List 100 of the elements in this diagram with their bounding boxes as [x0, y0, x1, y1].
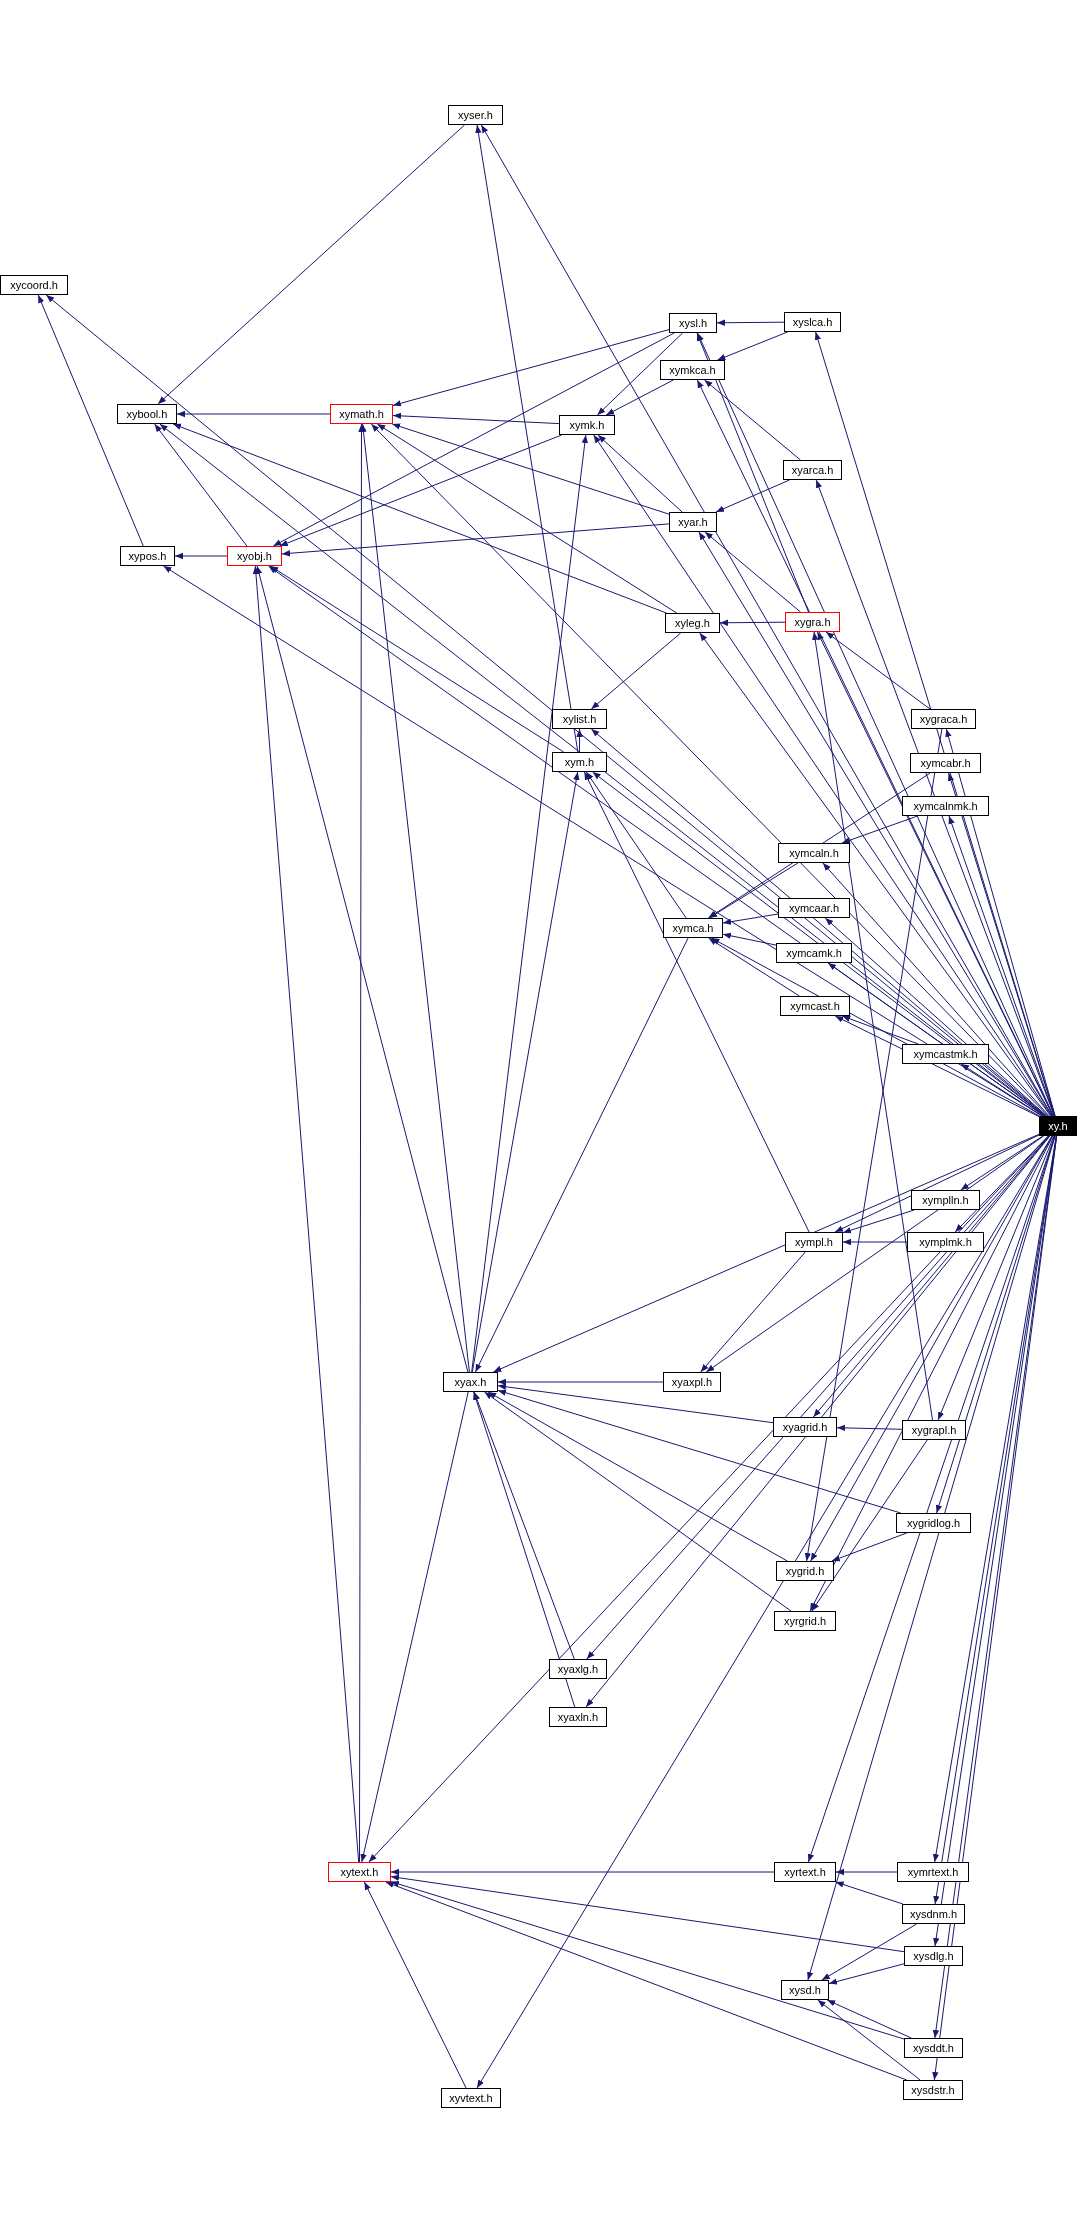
file-box: xysddt.h: [904, 2038, 963, 2058]
arrow: [174, 552, 228, 560]
arrow: [836, 1424, 903, 1432]
arrow: [841, 1015, 919, 1045]
file-box: xyrgrid.h: [774, 1611, 836, 1631]
arrow: [385, 1881, 908, 2081]
file-box: xyslca.h: [784, 312, 841, 332]
arrow: [842, 1209, 915, 1234]
arrow: [392, 412, 560, 425]
arrow: [252, 565, 360, 1863]
file-box: xymcaar.h: [778, 898, 850, 918]
arrow: [825, 631, 931, 710]
file-box: xysd.h: [781, 1980, 829, 2000]
arrow: [811, 1439, 928, 1612]
file-box: xymcaln.h: [778, 843, 850, 863]
file-box: xymplln.h: [911, 1190, 980, 1210]
arrow: [392, 329, 670, 407]
file-box: xygrapl.h: [902, 1420, 966, 1440]
arrow: [960, 1063, 1043, 1117]
arrow: [841, 815, 918, 844]
arrow: [716, 319, 785, 326]
arrow: [824, 917, 1048, 1117]
file-box: xyaxln.h: [549, 1707, 607, 1727]
arrow: [576, 728, 583, 753]
file-box: xymcabr.h: [910, 753, 981, 773]
file-box: xymath.h: [330, 404, 393, 424]
file-box: xyvtext.h: [441, 2088, 501, 2108]
file-box: xygra.h: [785, 612, 840, 632]
arrow: [497, 1389, 902, 1514]
arrow: [835, 1881, 904, 1905]
file-box: xy.h: [1039, 1116, 1077, 1136]
arrow: [812, 631, 933, 1421]
arrow: [704, 531, 801, 613]
file-box: xymcast.h: [780, 996, 850, 1016]
arrow: [176, 410, 331, 418]
arrow: [391, 423, 670, 515]
arrow: [497, 1383, 774, 1424]
file-box: xymplmk.h: [907, 1232, 984, 1252]
arrow: [471, 771, 580, 1373]
arrow: [596, 332, 684, 416]
file-box: xyrtext.h: [774, 1862, 836, 1882]
arrow: [583, 771, 810, 1233]
file-box: xypos.h: [120, 546, 175, 566]
file-box: xympl.h: [785, 1232, 843, 1252]
arrow: [368, 1135, 1050, 1863]
arrow: [154, 423, 248, 547]
arrow: [715, 479, 790, 513]
arrow: [376, 423, 678, 614]
arrow: [585, 771, 687, 919]
arrow: [474, 937, 689, 1373]
arrow: [597, 434, 683, 513]
file-box: xytext.h: [328, 1862, 391, 1882]
arrow: [722, 913, 779, 925]
arrow: [698, 531, 1053, 1117]
arrow: [817, 1999, 921, 2081]
arrow: [822, 862, 1050, 1117]
file-box: xymcamk.h: [776, 943, 852, 963]
file-box: xymkca.h: [660, 360, 725, 380]
arrow: [471, 434, 588, 1373]
arrow: [954, 1135, 1049, 1233]
arrow: [370, 423, 1049, 1117]
arrow: [358, 423, 365, 1863]
arrow: [497, 1378, 664, 1386]
arrow: [719, 619, 786, 626]
arrow: [390, 1881, 905, 2040]
file-box: xymk.h: [559, 415, 615, 435]
arrow: [37, 294, 144, 547]
file-box: xyax.h: [443, 1372, 498, 1392]
arrow: [473, 1391, 576, 1708]
file-box: xyagrid.h: [773, 1417, 837, 1437]
arrow: [487, 1391, 788, 1562]
arrow: [363, 1881, 467, 2089]
arrow: [281, 523, 670, 557]
file-box: xymcalnmk.h: [902, 796, 989, 816]
arrow: [842, 1238, 908, 1246]
file-box: xyobj.h: [227, 546, 282, 566]
arrow: [835, 1868, 898, 1876]
arrow: [390, 1874, 905, 1953]
file-box: xysdnm.h: [902, 1904, 965, 1924]
file-box: xysl.h: [669, 313, 717, 333]
arrow: [590, 632, 682, 710]
arrow: [831, 1532, 908, 1562]
file-box: xysdlg.h: [904, 1946, 963, 1966]
file-box: xymca.h: [663, 918, 723, 938]
file-box: xyaxlg.h: [549, 1659, 607, 1679]
arrow: [816, 631, 1054, 1117]
arrow: [960, 1135, 1044, 1191]
arrow: [360, 423, 470, 1373]
file-box: xyleg.h: [665, 613, 720, 633]
file-box: xygridlog.h: [896, 1513, 971, 1533]
file-box: xymrtext.h: [897, 1862, 969, 1882]
arrow: [390, 1868, 775, 1876]
arrow: [699, 632, 1052, 1117]
arrow: [826, 1999, 912, 2039]
arrow: [256, 565, 469, 1373]
arrow: [593, 434, 1052, 1117]
file-box: xygrid.h: [776, 1561, 834, 1581]
arrow: [475, 124, 579, 753]
arrow: [172, 423, 667, 614]
arrow: [827, 962, 1045, 1117]
